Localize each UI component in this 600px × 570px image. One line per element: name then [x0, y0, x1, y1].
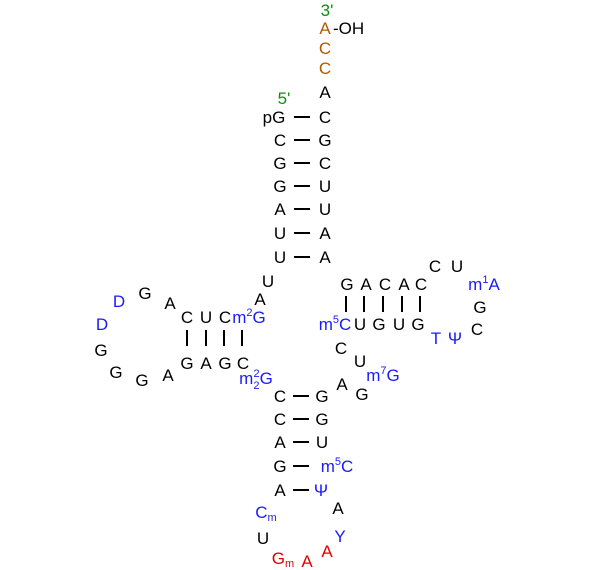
d-arm: C U C m2G G A G C m22G A G D D G G G A: [94, 284, 272, 392]
nucleotide: C: [237, 354, 249, 373]
nucleotide: C: [319, 59, 331, 78]
nucleotide: C: [219, 308, 231, 327]
nucleotide: C: [319, 108, 331, 127]
anticodon-nucleotide: A: [321, 542, 333, 561]
anticodon-nucleotide: Gm: [272, 549, 294, 570]
nucleotide: A: [336, 375, 348, 394]
nucleotide: C: [471, 320, 483, 339]
modified-nucleotide: m7G: [366, 365, 400, 385]
nucleotide: U: [200, 308, 212, 327]
nucleotide: C: [274, 387, 286, 406]
nucleotide: A: [274, 433, 286, 452]
nucleotide: G: [180, 354, 193, 373]
nucleotide: A: [254, 290, 266, 309]
modified-nucleotide: m5C: [319, 314, 352, 334]
nucleotide: G: [94, 341, 107, 360]
nucleotide: A: [319, 248, 331, 267]
nucleotide: G: [135, 371, 148, 390]
nucleotide: D: [113, 292, 125, 311]
nucleotide: U: [319, 200, 331, 219]
anticodon-nucleotide: A: [301, 552, 313, 570]
nucleotide: G: [473, 298, 486, 317]
nucleotide: A: [200, 354, 212, 373]
nucleotide: C: [319, 154, 331, 173]
nucleotide: U: [319, 177, 331, 196]
nucleotide: C: [429, 257, 441, 276]
modified-nucleotide: m5C: [321, 456, 354, 476]
nucleotide: T: [431, 329, 441, 348]
nucleotide: Ψ: [448, 329, 462, 348]
three-prime-label: 3': [321, 1, 334, 20]
nucleotide: U: [257, 529, 269, 548]
modified-nucleotide: m2G: [232, 307, 266, 327]
nucleotide: G: [355, 385, 368, 404]
nucleotide: G: [411, 315, 424, 334]
nucleotide: A: [274, 481, 286, 500]
nucleotide: G: [109, 363, 122, 382]
nucleotide: Ψ: [314, 481, 328, 500]
nucleotide: Y: [334, 527, 345, 546]
nucleotide: C: [415, 275, 427, 294]
nucleotide: G: [340, 275, 353, 294]
nucleotide: C: [335, 339, 347, 358]
five-prime-label: 5': [278, 89, 291, 108]
nucleotide: U: [451, 257, 463, 276]
nucleotide: U: [316, 433, 328, 452]
nucleotide: A: [164, 294, 176, 313]
nucleotide: C: [274, 410, 286, 429]
nucleotide: A: [398, 275, 410, 294]
nucleotide: A: [274, 200, 286, 219]
nucleotide: G: [273, 154, 286, 173]
nucleotide: A: [360, 275, 372, 294]
anticodon-arm: C C A G A G G U m5C Ψ Cm U Gm A A Y A: [255, 387, 353, 570]
nucleotide: G: [273, 177, 286, 196]
nucleotide: C: [319, 39, 331, 58]
nucleotide: U: [354, 315, 366, 334]
nucleotide: D: [96, 315, 108, 334]
modified-nucleotide: m22G: [239, 368, 273, 392]
nucleotide: U: [274, 224, 286, 243]
nucleotide: U: [354, 352, 366, 371]
nucleotide: G: [218, 354, 231, 373]
nucleotide: C: [379, 275, 391, 294]
nucleotide: A: [332, 499, 344, 518]
nucleotide: G: [138, 284, 151, 303]
nucleotide: G: [318, 131, 331, 150]
nucleotide: A: [162, 366, 174, 385]
hydroxyl-label: -OH: [333, 19, 364, 38]
nucleotide: G: [273, 457, 286, 476]
variable-loop: C U m7G A G: [335, 339, 400, 404]
nucleotide: C: [181, 308, 193, 327]
nucleotide: A: [319, 19, 331, 38]
nucleotide: G: [315, 410, 328, 429]
modified-nucleotide: Cm: [255, 503, 276, 524]
modified-nucleotide: m1A: [468, 274, 500, 294]
nucleotide: G: [315, 387, 328, 406]
nucleotide: G: [372, 315, 385, 334]
nucleotide: A: [319, 83, 331, 102]
nucleotide: U: [393, 315, 405, 334]
nucleotide: U: [274, 248, 286, 267]
nucleotide: U: [262, 272, 274, 291]
nucleotide: A: [319, 224, 331, 243]
nucleotide: C: [274, 131, 286, 150]
t-arm: G A C A C m5C U G U G C U m1A G C Ψ T: [319, 257, 501, 348]
nucleotide: pG: [263, 108, 286, 127]
acceptor-stem: pG C G G A U U C G C U U A A: [263, 108, 332, 267]
